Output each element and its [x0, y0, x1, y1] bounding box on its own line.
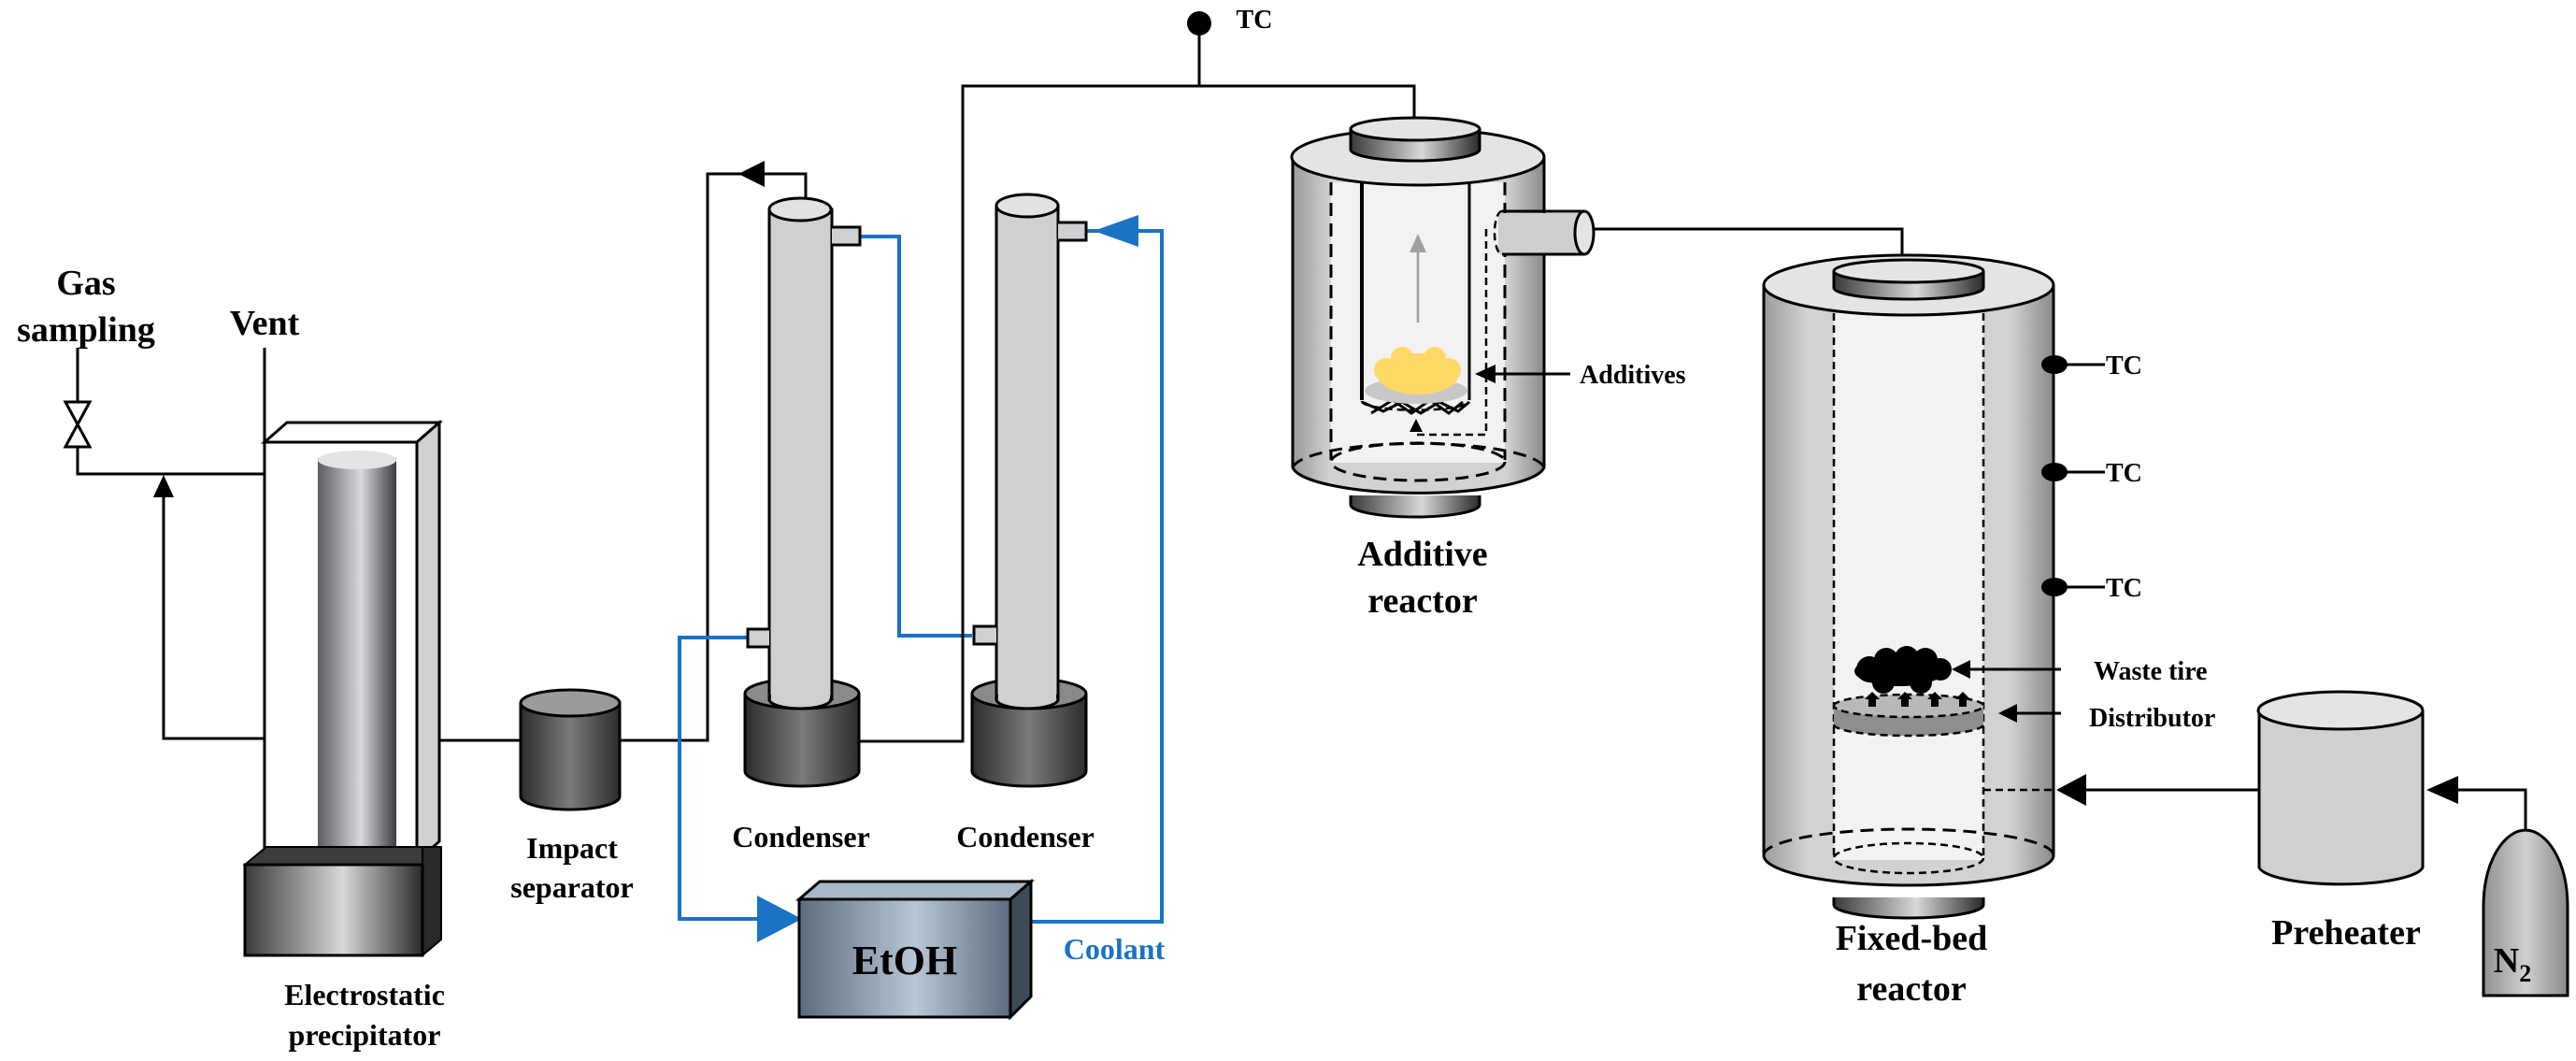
thermocouple-dot-icon	[2041, 578, 2068, 596]
impact-separator[interactable]	[519, 688, 622, 811]
pointer-arrow-icon	[1998, 704, 2017, 723]
thermocouple-dot-icon	[2041, 463, 2068, 481]
pointer-arrow-icon	[1952, 660, 1970, 679]
flow-arrow-left-icon	[2426, 776, 2458, 804]
gate-valve-icon[interactable]	[63, 400, 93, 449]
impact-separator-label-line1: Impact	[526, 831, 618, 865]
n2-label: N2	[2494, 941, 2531, 987]
coolant-arrow-right-icon	[757, 896, 802, 942]
etoh-label: EtOH	[852, 938, 957, 983]
gas-sampling-label-line2: sampling	[17, 310, 155, 350]
thermocouple-dot-icon	[2041, 355, 2068, 374]
distributor-label: Distributor	[2089, 704, 2215, 733]
esp-label-line2: precipitator	[289, 1018, 441, 1052]
coolant-label: Coolant	[1064, 932, 1166, 966]
flow-arrow-up-icon	[153, 475, 174, 497]
n2-gas-cylinder[interactable]: N2	[2482, 828, 2569, 997]
etoh-coolant-bath[interactable]: EtOH	[794, 878, 1036, 1021]
vent-sampling-pipe	[76, 348, 266, 476]
waste-tire-material	[1854, 646, 1952, 694]
additive-reactor-label-line2: reactor	[1367, 581, 1478, 621]
gas-sampling-label-line1: Gas	[56, 264, 115, 303]
fixed-bed-reactor[interactable]	[1762, 253, 2055, 920]
tc-2-label: TC	[2106, 459, 2142, 488]
thermocouple-top: TC	[1187, 6, 1272, 86]
fixed-bed-thermocouples: TC TC TC	[2041, 351, 2142, 603]
condenser-2-label: Condenser	[956, 820, 1095, 853]
preheater[interactable]	[2256, 690, 2425, 886]
additive-reactor[interactable]	[1290, 116, 1596, 519]
thermocouple-dot-icon	[1187, 11, 1211, 36]
additives-label: Additives	[1580, 361, 1686, 390]
fixed-bed-label-line2: reactor	[1856, 969, 1967, 1009]
coolant-loop	[678, 215, 1164, 942]
tc-3-label: TC	[2106, 574, 2142, 603]
distributor-plate	[1832, 692, 1985, 738]
condenser-1[interactable]	[743, 196, 862, 788]
pointer-arrow-icon	[1475, 365, 1496, 383]
esp-label-line1: Electrostatic	[284, 978, 445, 1011]
esp-exhaust-pipe	[162, 495, 266, 740]
condenser-1-label: Condenser	[732, 820, 870, 853]
condenser-to-additive-pipe	[859, 84, 1416, 743]
condenser-2[interactable]	[970, 193, 1088, 788]
coolant-line-supply	[678, 636, 799, 921]
flow-arrow-left-icon	[738, 161, 765, 187]
preheater-label: Preheater	[2271, 913, 2421, 953]
n2-to-preheater-pipe	[2458, 788, 2527, 830]
electrostatic-precipitator[interactable]	[242, 419, 443, 958]
flow-arrow-left-icon	[2056, 774, 2086, 806]
fixed-bed-label-line1: Fixed-bed	[1836, 919, 1988, 958]
tc-top-label: TC	[1237, 6, 1273, 35]
impact-separator-label-line2: separator	[510, 870, 634, 904]
tc-1-label: TC	[2106, 351, 2142, 380]
coolant-line-c1-to-c2	[860, 235, 972, 638]
gas-sampling-vent-group: Gas sampling Vent	[17, 264, 300, 740]
vent-label: Vent	[230, 304, 300, 343]
waste-tire-label: Waste tire	[2094, 657, 2208, 686]
coolant-arrow-left-icon	[1094, 215, 1138, 247]
additives-material	[1374, 347, 1461, 394]
additive-reactor-label-line1: Additive	[1357, 535, 1487, 574]
